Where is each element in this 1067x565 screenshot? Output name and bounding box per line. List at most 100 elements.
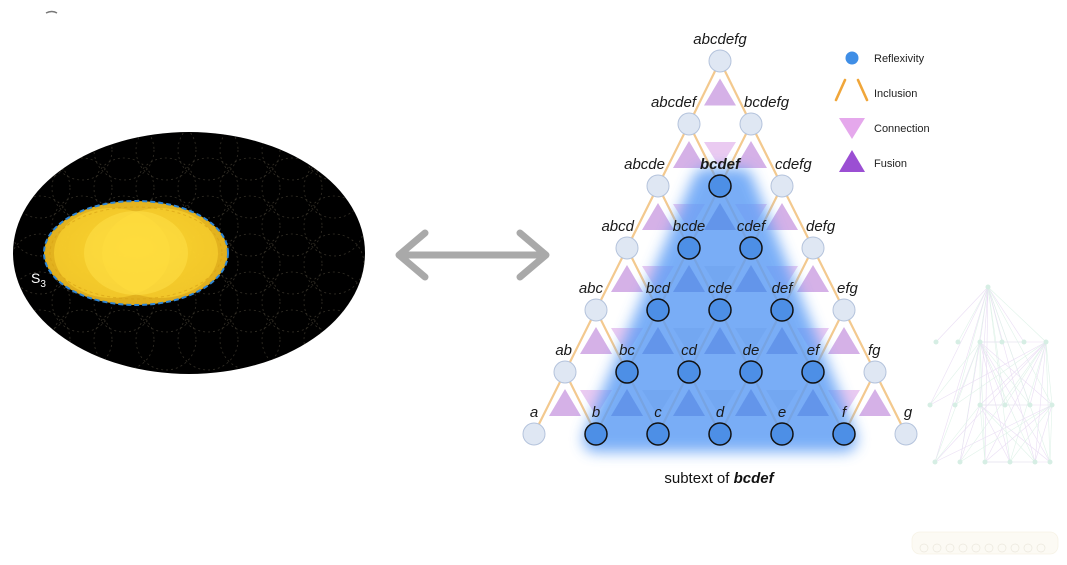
faded-edge [979,341,986,463]
fusion-triangle [642,327,674,354]
faint-circle [93,157,155,219]
fusion-triangle [611,265,643,292]
faint-circle [219,309,281,371]
lattice-node-d [708,422,732,446]
faded-network-graph [911,284,1059,555]
faded-node [927,402,933,408]
inclusion-edge [750,123,783,187]
faded-node [982,459,988,465]
faded-strip-node [997,543,1007,553]
lattice-label-cdef: cdef [737,218,767,235]
up-triangle-icon [839,150,865,172]
faded-node [977,402,983,408]
lattice-label-de: de [743,342,760,359]
faded-node-strip [911,531,1059,555]
lattice-label-abcde: abcde [624,156,665,173]
faint-circle [177,157,239,219]
lattice-node-bcdefg [739,112,763,136]
inner-triangle-layer [611,203,829,416]
fusion-triangle [766,203,798,230]
faded-edge [1034,341,1047,463]
faint-circle [177,309,239,371]
caption-prefix: subtext of [664,470,733,487]
fusion-triangle [766,327,798,354]
circle-icon [845,51,859,65]
faded-edge [979,404,1051,463]
faded-node [957,459,963,465]
legend: Reflexivity Inclusion Connection Fusion [834,51,930,172]
faded-edge [1029,341,1047,406]
faded-edge [987,286,1003,343]
faded-edge [1009,404,1053,463]
fusion-triangle [642,203,674,230]
lattice-label-abcd: abcd [601,218,634,235]
fusion-triangle [735,389,767,416]
fusion-triangle [704,203,736,230]
faded-edge [987,286,1047,343]
inclusion-edge [843,309,876,373]
faded-edge [1034,404,1053,463]
lattice-label-def: def [772,280,795,297]
faint-circle [261,195,323,257]
lattice-label-cdefg: cdefg [775,156,812,173]
faded-node [1049,402,1055,408]
lattice-label-fg: fg [868,342,881,359]
s3-label: S3 [31,270,46,290]
faded-edge [979,286,989,343]
connection-triangle [704,390,736,416]
lattice-label-cd: cd [681,342,698,359]
faded-node [977,339,983,345]
faded-edge [934,341,981,463]
faded-node [1007,459,1013,465]
faint-circle [177,132,239,181]
faded-strip-node [958,543,968,553]
lattice-node-bc [615,360,639,384]
faint-circle [51,132,113,181]
inclusion-edge [564,309,597,373]
caption-emphasis: bcdef [734,470,776,487]
legend-label-connection: Connection [874,123,930,135]
lattice-label-f: f [842,404,848,421]
faded-node [955,339,961,345]
inclusion-edge [812,247,845,311]
inclusion-edge [781,185,814,249]
faded-edge [1009,341,1047,463]
faded-edge [979,341,1036,463]
faint-circle [13,309,71,371]
fusion-triangle [704,327,736,354]
faded-strip-node [984,543,994,553]
faded-edge [979,341,1047,406]
faint-circle [303,233,365,295]
lattice-node-c [646,422,670,446]
lattice-node-e [770,422,794,446]
lattice-label-c: c [654,404,662,421]
lattice-label-bcd: bcd [646,280,671,297]
faded-edge [957,286,989,343]
lattice-node-abcde [646,174,670,198]
faded-node [952,402,958,408]
faint-circle [135,132,197,181]
lattice-nodes [522,49,918,446]
faded-edge [979,341,1053,406]
faint-circle [219,195,281,257]
fusion-triangle [611,389,643,416]
faded-edge [954,286,989,406]
lattice-node-def [770,298,794,322]
faded-edge [979,286,989,406]
faint-circle [219,233,281,295]
down-triangle-icon [839,118,865,139]
faint-circle [135,157,197,219]
faint-circle [219,271,281,333]
faded-strip-node [1010,543,1020,553]
lattice-label-abcdefg: abcdefg [693,31,747,48]
lattice-label-ab: ab [555,342,572,359]
faint-circle [135,309,197,371]
faded-edge [979,341,1006,406]
corner-mark [45,10,58,14]
faded-edge [954,341,1047,406]
lattice-node-abcd [615,236,639,260]
connection-triangle [735,328,767,354]
faded-edge [934,341,1047,463]
fusion-triangle [797,389,829,416]
